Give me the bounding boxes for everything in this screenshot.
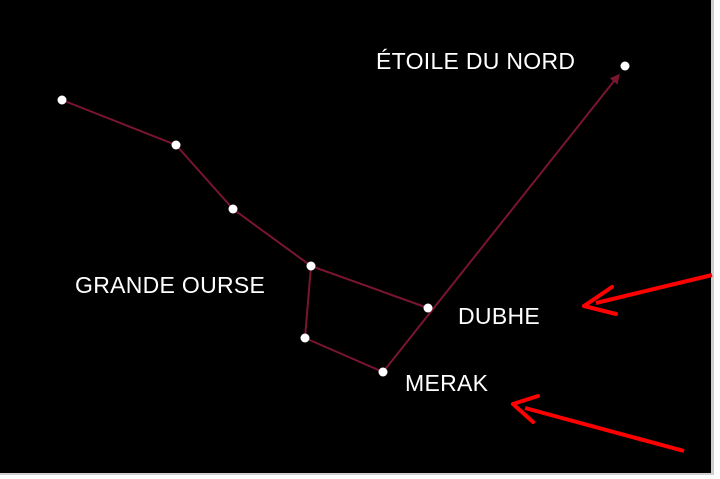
pointer-line <box>382 73 620 373</box>
bowl-line-bottom <box>304 337 384 373</box>
north-star-label: ÉTOILE DU NORD <box>376 48 576 74</box>
star-bowl-bottom-left <box>300 333 310 343</box>
star-dubhe <box>423 303 433 313</box>
star-handle-3 <box>228 204 238 214</box>
star-north <box>620 61 630 71</box>
arrow-to-merak <box>511 394 685 453</box>
arrow-to-dubhe <box>582 273 713 316</box>
big-dipper-label: GRANDE OURSE <box>75 272 266 298</box>
star-bowl-top-left <box>306 261 316 271</box>
star-handle-2 <box>171 140 181 150</box>
bowl-line-left <box>304 265 312 339</box>
merak-label: MERAK <box>405 370 489 396</box>
bowl-line-top <box>310 265 429 309</box>
handle-line-2 <box>175 144 234 210</box>
handle-line-1 <box>61 99 177 146</box>
handle-line-3 <box>232 208 312 267</box>
dubhe-label: DUBHE <box>458 303 541 329</box>
star-merak <box>378 367 388 377</box>
star-handle-end <box>57 95 67 105</box>
